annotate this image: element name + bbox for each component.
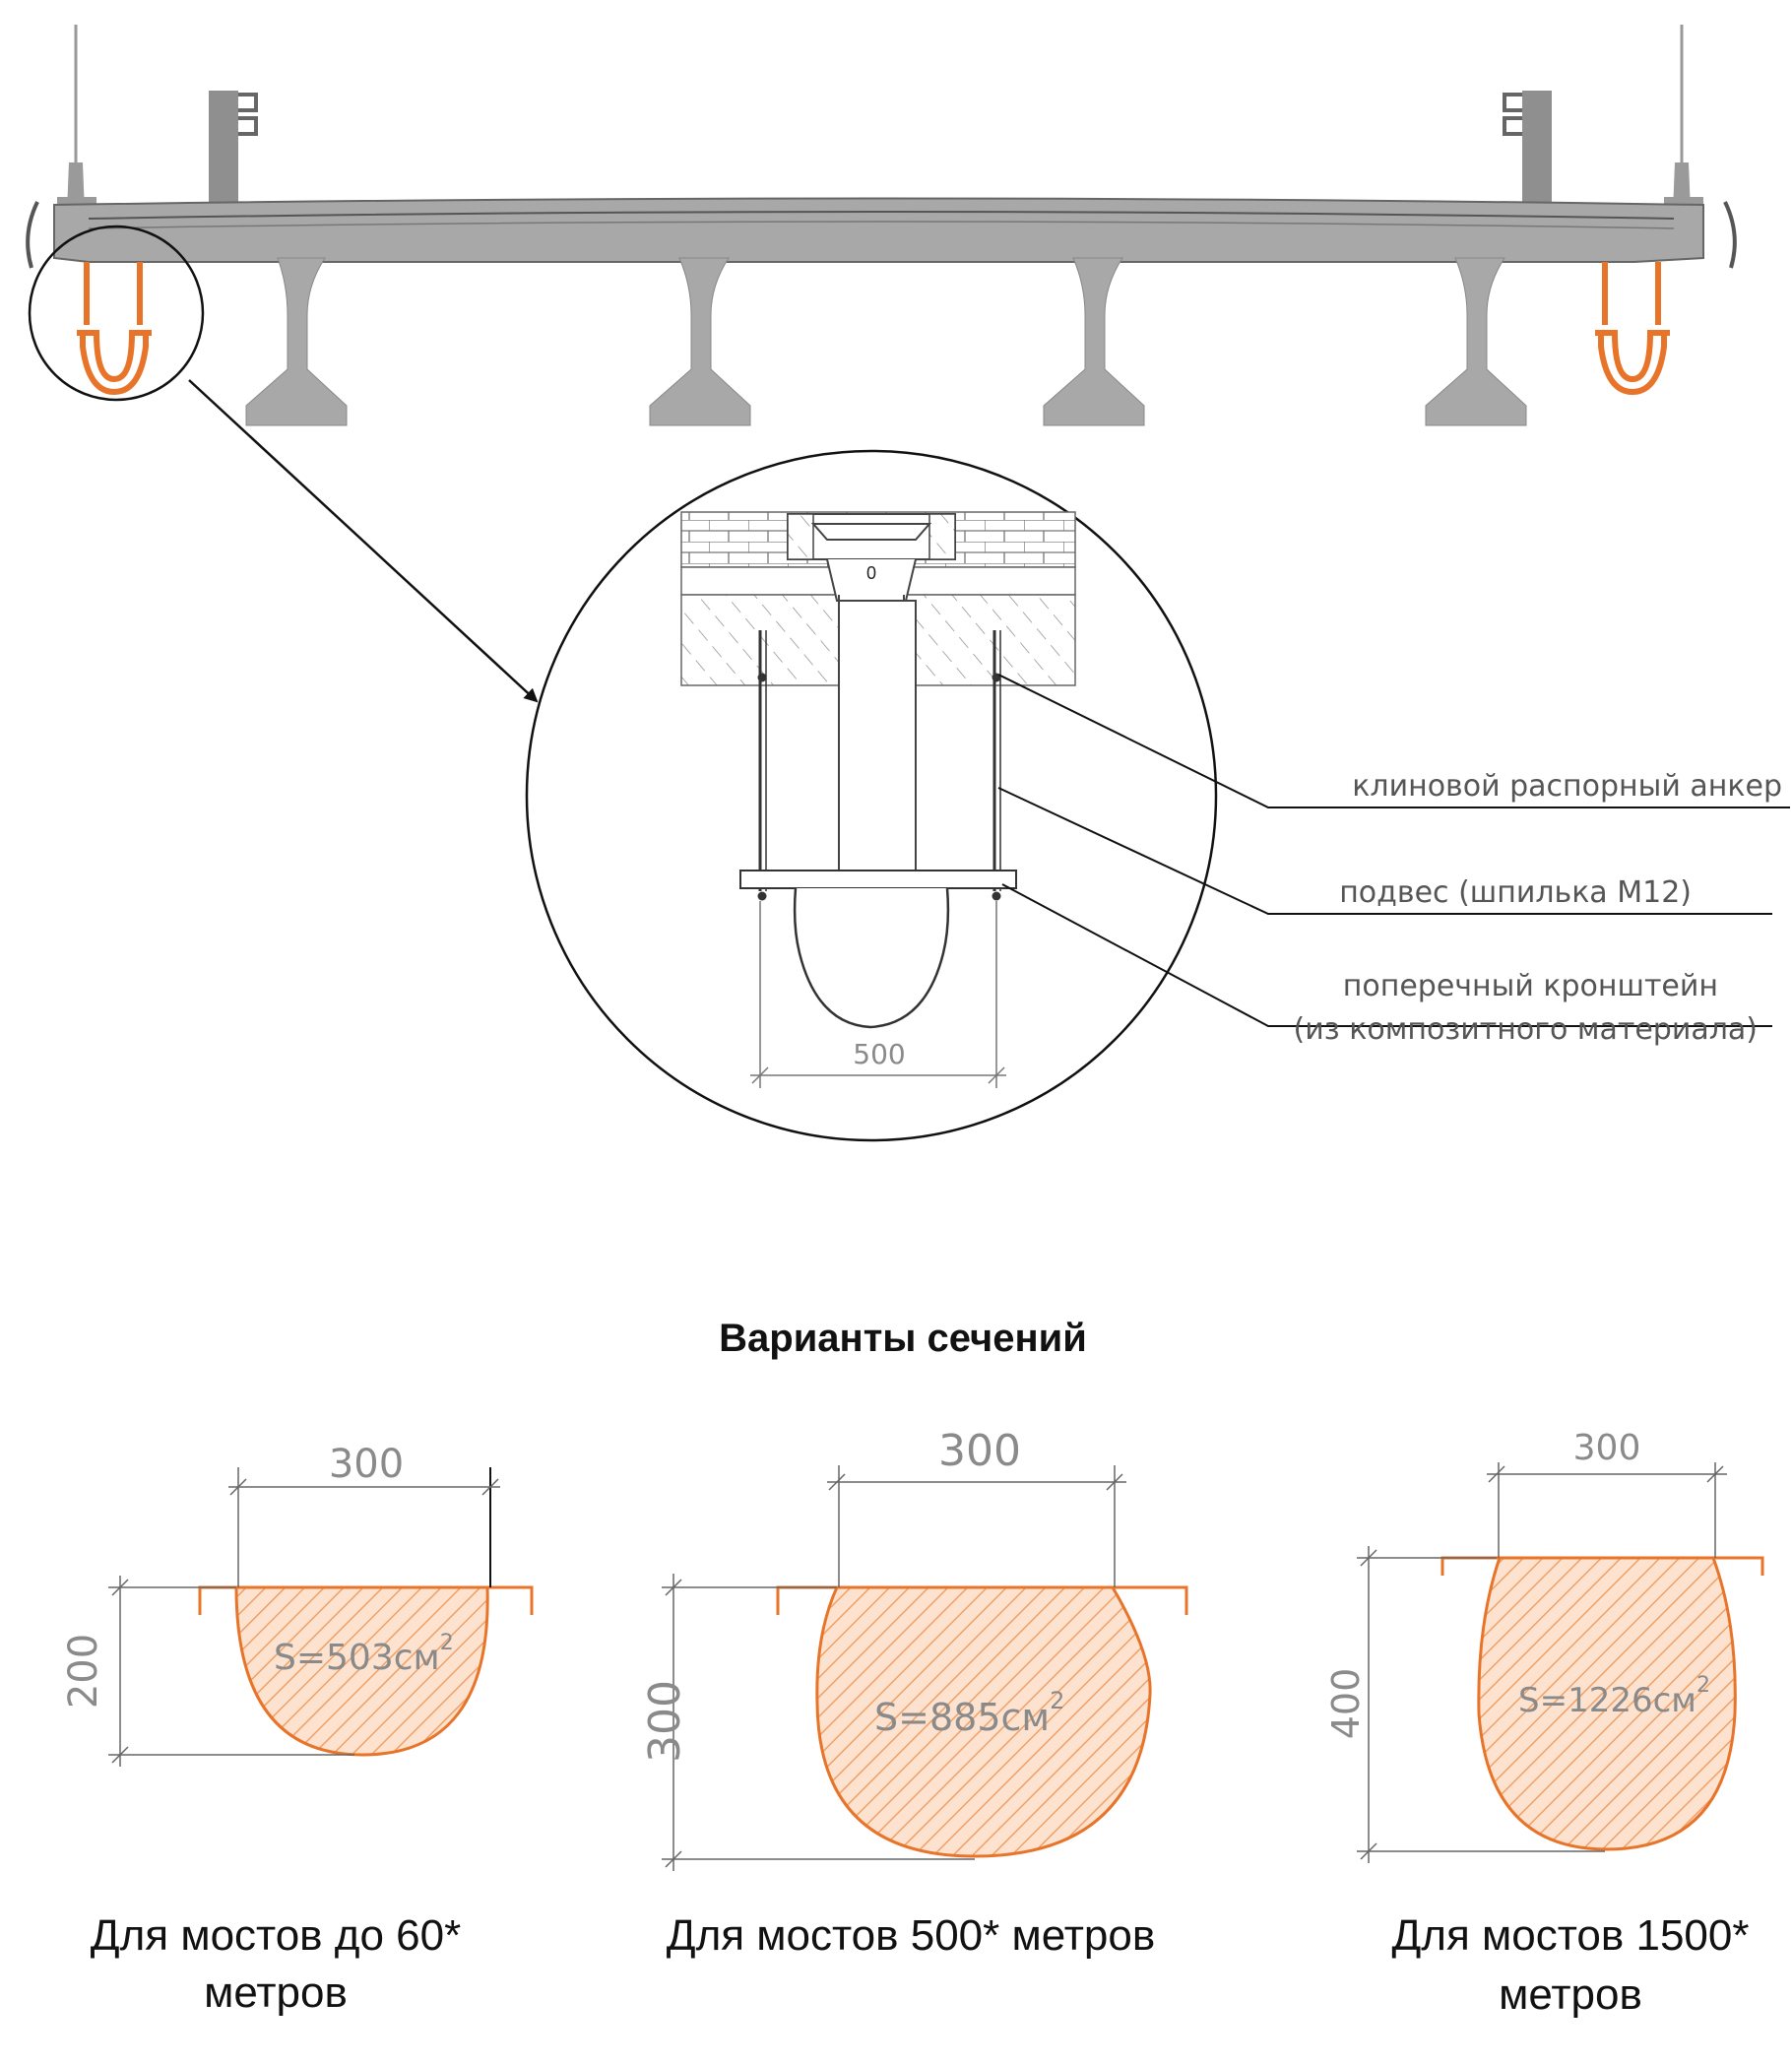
right-light-pole xyxy=(1664,25,1703,231)
detail-circle xyxy=(525,449,1218,1142)
drain-pipe xyxy=(838,600,917,907)
drain-funnel: 0 xyxy=(787,513,956,907)
section-1-caption-2: метров xyxy=(204,1968,348,2017)
label-hanger: подвес (шпилька М12) xyxy=(1339,875,1692,910)
left-gutter xyxy=(77,262,152,396)
section-variant-1: 300 200 S=503см2 Для мостов до 60* метро… xyxy=(61,1442,534,2017)
section-1-lip-right xyxy=(487,1585,534,1615)
bridge-deck xyxy=(53,197,1704,263)
section-3-caption-1: Для мостов 1500* xyxy=(1392,1911,1750,1960)
section-2-height: 300 xyxy=(640,1680,690,1763)
section-2-width: 300 xyxy=(938,1426,1021,1476)
section-2-shape xyxy=(815,1585,1152,1858)
section-3-width: 300 xyxy=(1573,1428,1641,1468)
section-1-width: 300 xyxy=(329,1442,404,1487)
section-1-height: 200 xyxy=(61,1634,106,1709)
section-3-area: S=1226см2 xyxy=(1518,1673,1710,1720)
bridge-cross-section xyxy=(26,25,1737,703)
left-guardrail xyxy=(209,91,258,209)
right-gutter xyxy=(1595,262,1670,396)
section-variant-2: 300 300 S=885см2 Для мостов 500* метров xyxy=(640,1426,1188,1960)
section-1-lip-left xyxy=(198,1585,236,1615)
section-1-shape xyxy=(234,1585,489,1757)
section-3-shape xyxy=(1477,1556,1737,1851)
section-3-lip-left xyxy=(1440,1556,1500,1576)
cross-bracket xyxy=(739,870,1017,889)
section-3-lip-right xyxy=(1713,1556,1764,1576)
right-guardrail xyxy=(1503,91,1552,209)
sections-title: Варианты сечений xyxy=(719,1317,1087,1360)
left-edge-arc xyxy=(26,201,39,269)
section-3-caption-2: метров xyxy=(1499,1970,1642,2019)
label-bracket-1: поперечный кронштейн xyxy=(1343,969,1718,1003)
section-3-height: 400 xyxy=(1324,1668,1368,1740)
section-variant-3: 300 400 S=1226см2 Для мостов 1500* метро… xyxy=(1324,1428,1764,2019)
hangers xyxy=(757,630,1001,901)
section-1-area: S=503см2 xyxy=(274,1631,454,1678)
dimension-500-label: 500 xyxy=(853,1038,905,1070)
section-2-lip-right xyxy=(1113,1585,1188,1615)
section-2-caption-1: Для мостов 500* метров xyxy=(667,1911,1155,1960)
girders xyxy=(245,257,1527,426)
callouts xyxy=(997,674,1790,1027)
section-1-caption-1: Для мостов до 60* xyxy=(91,1911,461,1960)
section-2-area: S=885см2 xyxy=(874,1687,1064,1739)
label-anchor: клиновой распорный анкер xyxy=(1352,769,1782,804)
detail-view: 0 500 xyxy=(525,449,1218,1142)
detail-gutter xyxy=(793,887,950,1029)
left-light-pole xyxy=(57,25,96,231)
dimension-500 xyxy=(750,901,1006,1088)
magnifier-circle xyxy=(28,225,205,402)
magnifier-arrow xyxy=(188,379,539,703)
drain-marker: 0 xyxy=(866,563,876,583)
right-edge-arc xyxy=(1723,201,1737,269)
label-bracket-2: (из композитного материала) xyxy=(1294,1012,1758,1047)
